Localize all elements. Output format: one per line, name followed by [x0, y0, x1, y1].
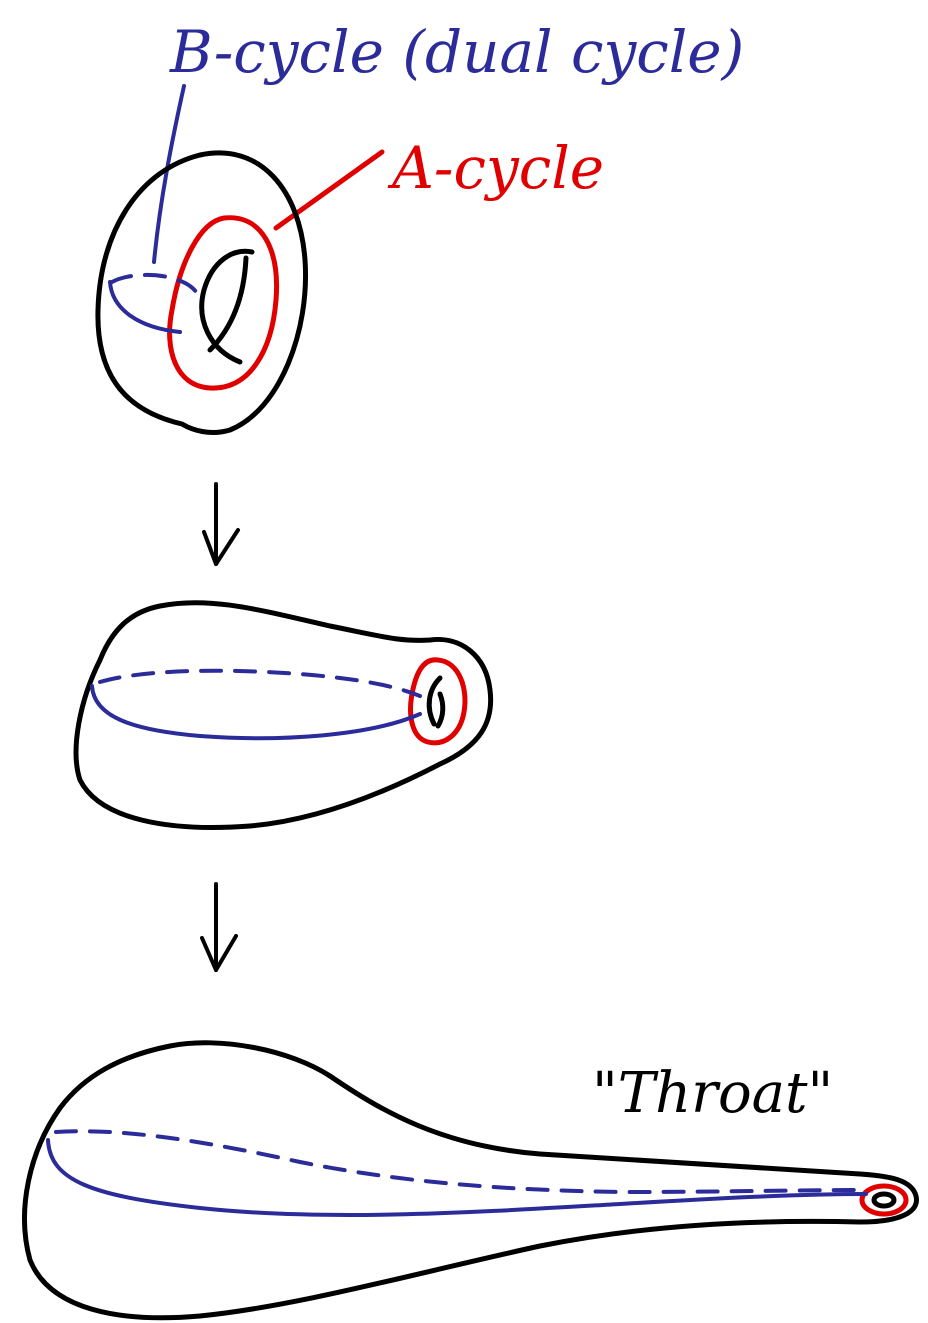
degeneration-arrow-2	[202, 884, 236, 970]
b-cycle-label: B-cycle (dual cycle)	[169, 18, 744, 86]
torus-stage	[98, 153, 306, 433]
pinching-hole	[429, 678, 443, 726]
throat-b-cycle-solid	[48, 1140, 866, 1215]
pinching-stage	[76, 603, 491, 828]
throat-label: "Throat"	[592, 1061, 833, 1126]
pinching-b-cycle-solid	[92, 686, 420, 738]
a-cycle-leader-line	[276, 152, 382, 228]
throat-a-cycle	[862, 1186, 906, 1214]
throat-hole	[874, 1194, 894, 1206]
pinching-a-cycle	[411, 660, 465, 743]
torus-a-cycle	[170, 218, 277, 388]
pinching-b-cycle-dashed	[100, 671, 420, 696]
a-cycle-label: A-cycle	[387, 134, 604, 202]
torus-b-cycle-dashed	[112, 275, 199, 302]
degeneration-arrow-1	[204, 484, 238, 564]
torus-hole-lower	[210, 258, 246, 350]
